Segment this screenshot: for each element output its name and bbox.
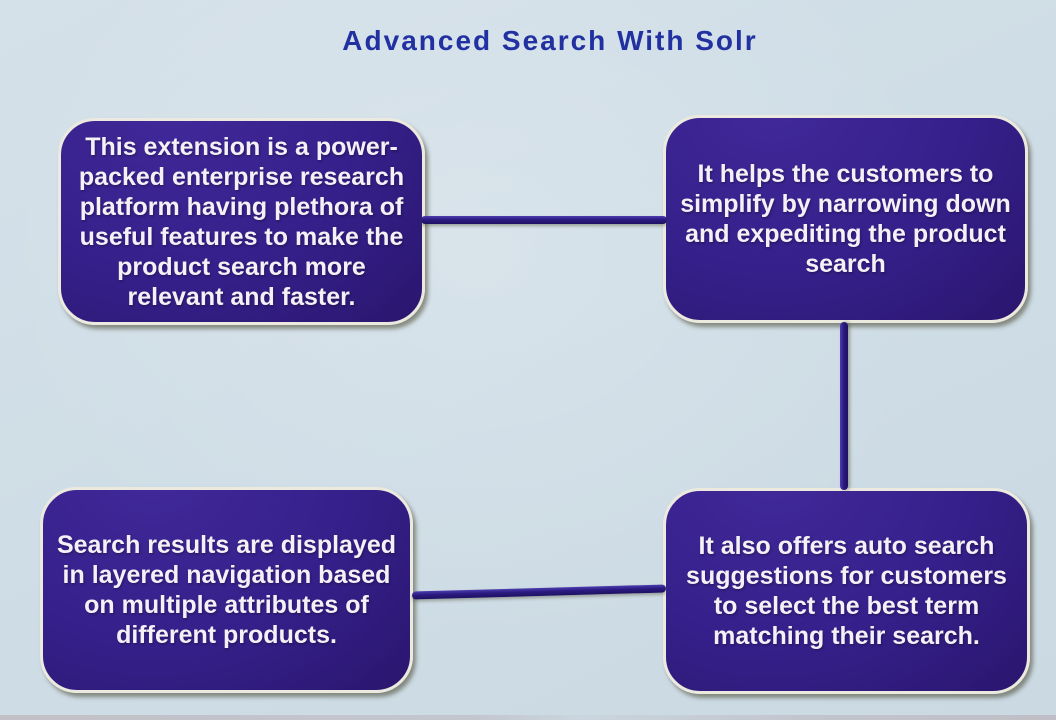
node-helps-customers: It helps the customers to simplify by na…	[663, 115, 1028, 323]
connector-right	[840, 322, 848, 490]
node-layered-navigation: Search results are displayed in layered …	[40, 487, 413, 693]
bottom-artifact-stripe	[0, 715, 1056, 720]
node-layered-navigation-text: Search results are displayed in layered …	[56, 531, 397, 649]
connector-top	[421, 216, 667, 224]
connector-bottom	[411, 584, 667, 600]
node-auto-suggestions-text: It also offers auto search suggestions f…	[686, 532, 1007, 650]
node-extension-overview: This extension is a power- packed enterp…	[58, 118, 425, 325]
node-extension-overview-text: This extension is a power- packed enterp…	[78, 132, 405, 311]
node-helps-customers-text: It helps the customers to simplify by na…	[680, 160, 1011, 278]
diagram-title: Advanced Search With Solr	[342, 25, 758, 56]
node-auto-suggestions: It also offers auto search suggestions f…	[663, 488, 1030, 694]
